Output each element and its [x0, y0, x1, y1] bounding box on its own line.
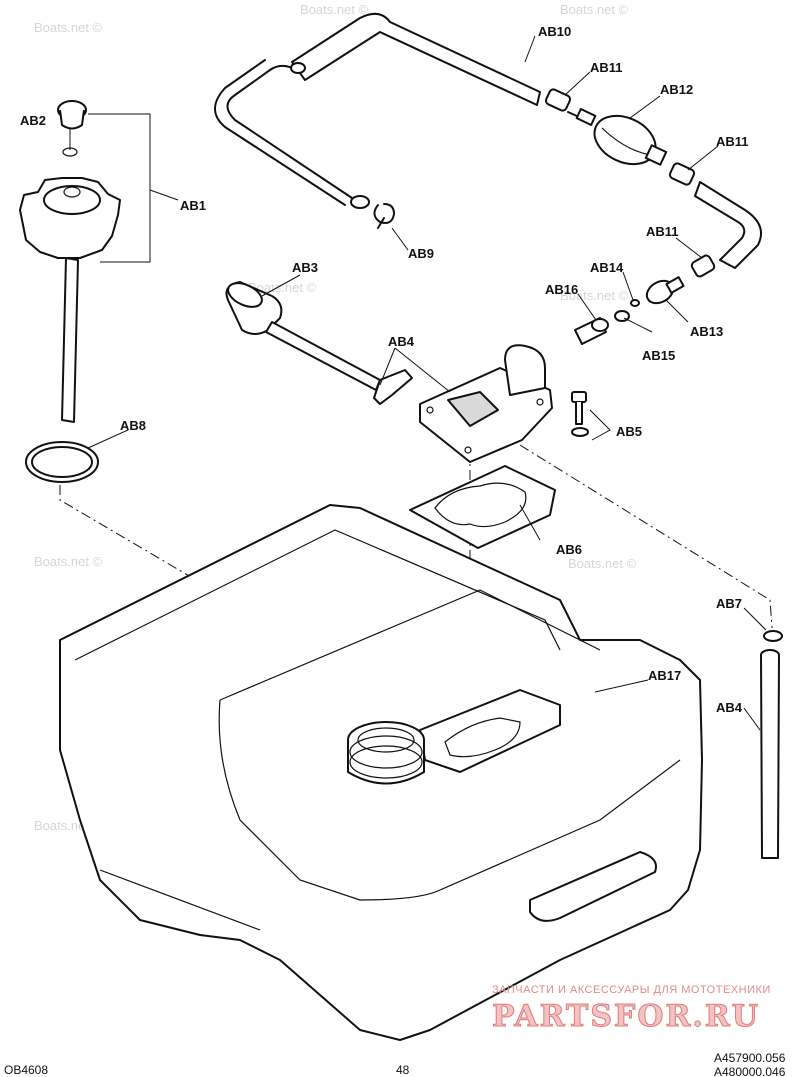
- gasket-ab8: [25, 441, 99, 483]
- label-ab1: AB1: [180, 198, 206, 213]
- label-ab4-lower: AB4: [716, 700, 743, 715]
- label-ab3: AB3: [292, 260, 318, 275]
- watermark-3: Boats.net ©: [560, 2, 629, 17]
- primer-bulb-assembly: [544, 88, 762, 278]
- ad-tagline: ЗАПЧАСТИ И АКСЕССУАРЫ ДЛЯ МОТОТЕХНИКИ: [492, 984, 771, 996]
- sender-plate-ab4: [419, 344, 553, 463]
- fuel-cap-ab1: [19, 100, 179, 423]
- label-ab6: AB6: [556, 542, 582, 557]
- label-ab11-c: AB11: [646, 224, 679, 239]
- float-assembly-ab3: [225, 281, 413, 405]
- label-ab11-a: AB11: [590, 60, 623, 75]
- footer-right-2: A480000.046: [714, 1065, 786, 1077]
- label-ab16: AB16: [545, 282, 578, 297]
- watermark-1: Boats.net ©: [34, 20, 103, 35]
- label-ab17: AB17: [648, 668, 681, 683]
- watermark-2: Boats.net ©: [300, 2, 369, 17]
- watermark-4: Boats.net ©: [248, 280, 317, 295]
- footer: OB4608 48 A457900.056 A480000.046: [4, 1051, 786, 1077]
- ad-brand: PARTSFOR.RU: [492, 999, 760, 1034]
- label-ab13: AB13: [690, 324, 723, 339]
- footer-left: OB4608: [4, 1063, 48, 1077]
- label-ab5: AB5: [616, 424, 642, 439]
- label-ab11-b: AB11: [716, 134, 749, 149]
- label-ab9: AB9: [408, 246, 434, 261]
- label-ab10: AB10: [538, 24, 571, 39]
- screw-ab5: [571, 391, 611, 441]
- pickup-tube-ab4: [760, 649, 780, 859]
- oring-ab7: [763, 630, 783, 642]
- clip-ab9: [373, 203, 395, 229]
- label-ab15: AB15: [642, 348, 675, 363]
- label-ab7: AB7: [716, 596, 742, 611]
- label-ab2: AB2: [20, 113, 46, 128]
- fuel-tank-ab17: [59, 504, 703, 1041]
- footer-center: 48: [396, 1063, 410, 1077]
- leader-lines: [69, 35, 767, 731]
- fitting-ab13: [645, 276, 685, 305]
- watermark-8: Boats.net ©: [568, 556, 637, 571]
- gasket-ab6: [409, 465, 556, 549]
- label-ab8: AB8: [120, 418, 146, 433]
- label-ab12: AB12: [660, 82, 693, 97]
- part-labels: AB2 AB1 AB10 AB11 AB12 AB11 AB11 AB9 AB3…: [20, 24, 749, 715]
- store-advertisement: ЗАПЧАСТИ И АКСЕССУАРЫ ДЛЯ МОТОТЕХНИКИ PA…: [492, 984, 771, 1035]
- oring-ab14: [630, 299, 640, 307]
- watermark-5: Boats.net ©: [560, 288, 629, 303]
- label-ab14: AB14: [590, 260, 624, 275]
- fitting-ab16: [574, 317, 609, 345]
- label-ab4-upper: AB4: [388, 334, 415, 349]
- footer-right-1: A457900.056: [714, 1051, 786, 1065]
- watermark-6: Boats.net ©: [34, 554, 103, 569]
- fuel-line-ab10: [214, 12, 541, 209]
